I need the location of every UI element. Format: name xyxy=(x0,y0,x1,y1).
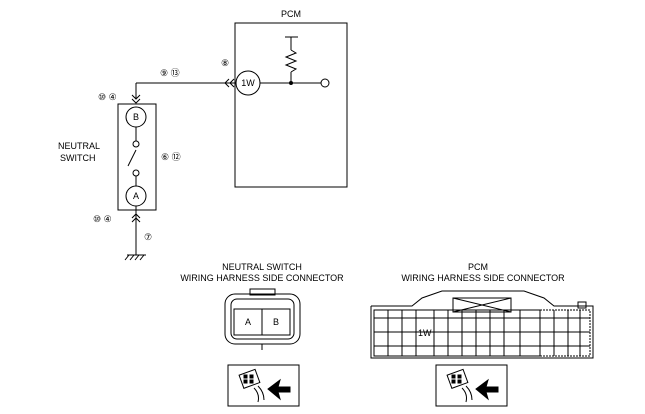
neutral-switch-name-2: SWITCH xyxy=(60,153,96,163)
pcm-connector-title-1: PCM xyxy=(468,262,488,272)
pcm-connector-title-2: WIRING HARNESS SIDE CONNECTOR xyxy=(401,273,565,283)
ns-pin-b xyxy=(261,308,291,336)
pcm-connector-body xyxy=(370,290,594,359)
mark-wire-top: ⑨ ⑬ xyxy=(160,68,180,78)
connector-view-icon xyxy=(446,368,499,403)
ns-connector-title-1: NEUTRAL SWITCH xyxy=(222,262,302,272)
signal-wire xyxy=(131,78,236,104)
ns-connector-body xyxy=(224,288,301,350)
ground-wire xyxy=(131,206,141,255)
pcm-pin-1w-label: 1W xyxy=(418,328,432,338)
neutral-switch-box xyxy=(117,103,157,211)
neutral-switch-name-1: NEUTRAL xyxy=(58,141,100,151)
connector-view-icon xyxy=(238,368,291,403)
mark-switch-bottom: ⑩ ④ xyxy=(93,214,112,224)
ns-connector-title-2: WIRING HARNESS SIDE CONNECTOR xyxy=(180,273,344,283)
pcm-internal-circuit xyxy=(260,36,321,84)
switch-contacts xyxy=(127,127,140,186)
pcm-node-dot xyxy=(289,81,293,85)
ns-pin-b-label: B xyxy=(273,317,279,327)
pcm-box xyxy=(234,22,348,188)
pcm-output-terminal xyxy=(320,78,330,88)
pcm-title: PCM xyxy=(281,9,301,19)
switch-terminal-b-label: B xyxy=(133,112,139,122)
ground-symbol xyxy=(124,254,146,261)
ns-pin-a-label: A xyxy=(245,317,251,327)
mark-ground: ⑦ xyxy=(144,232,152,242)
mark-switch-middle: ⑥ ⑫ xyxy=(161,152,181,162)
mark-pcm-side: ⑧ xyxy=(221,58,229,68)
switch-terminal-a-label: A xyxy=(133,191,139,201)
pcm-terminal-1w-label: 1W xyxy=(241,78,255,88)
mark-switch-top: ⑩ ④ xyxy=(98,92,117,102)
